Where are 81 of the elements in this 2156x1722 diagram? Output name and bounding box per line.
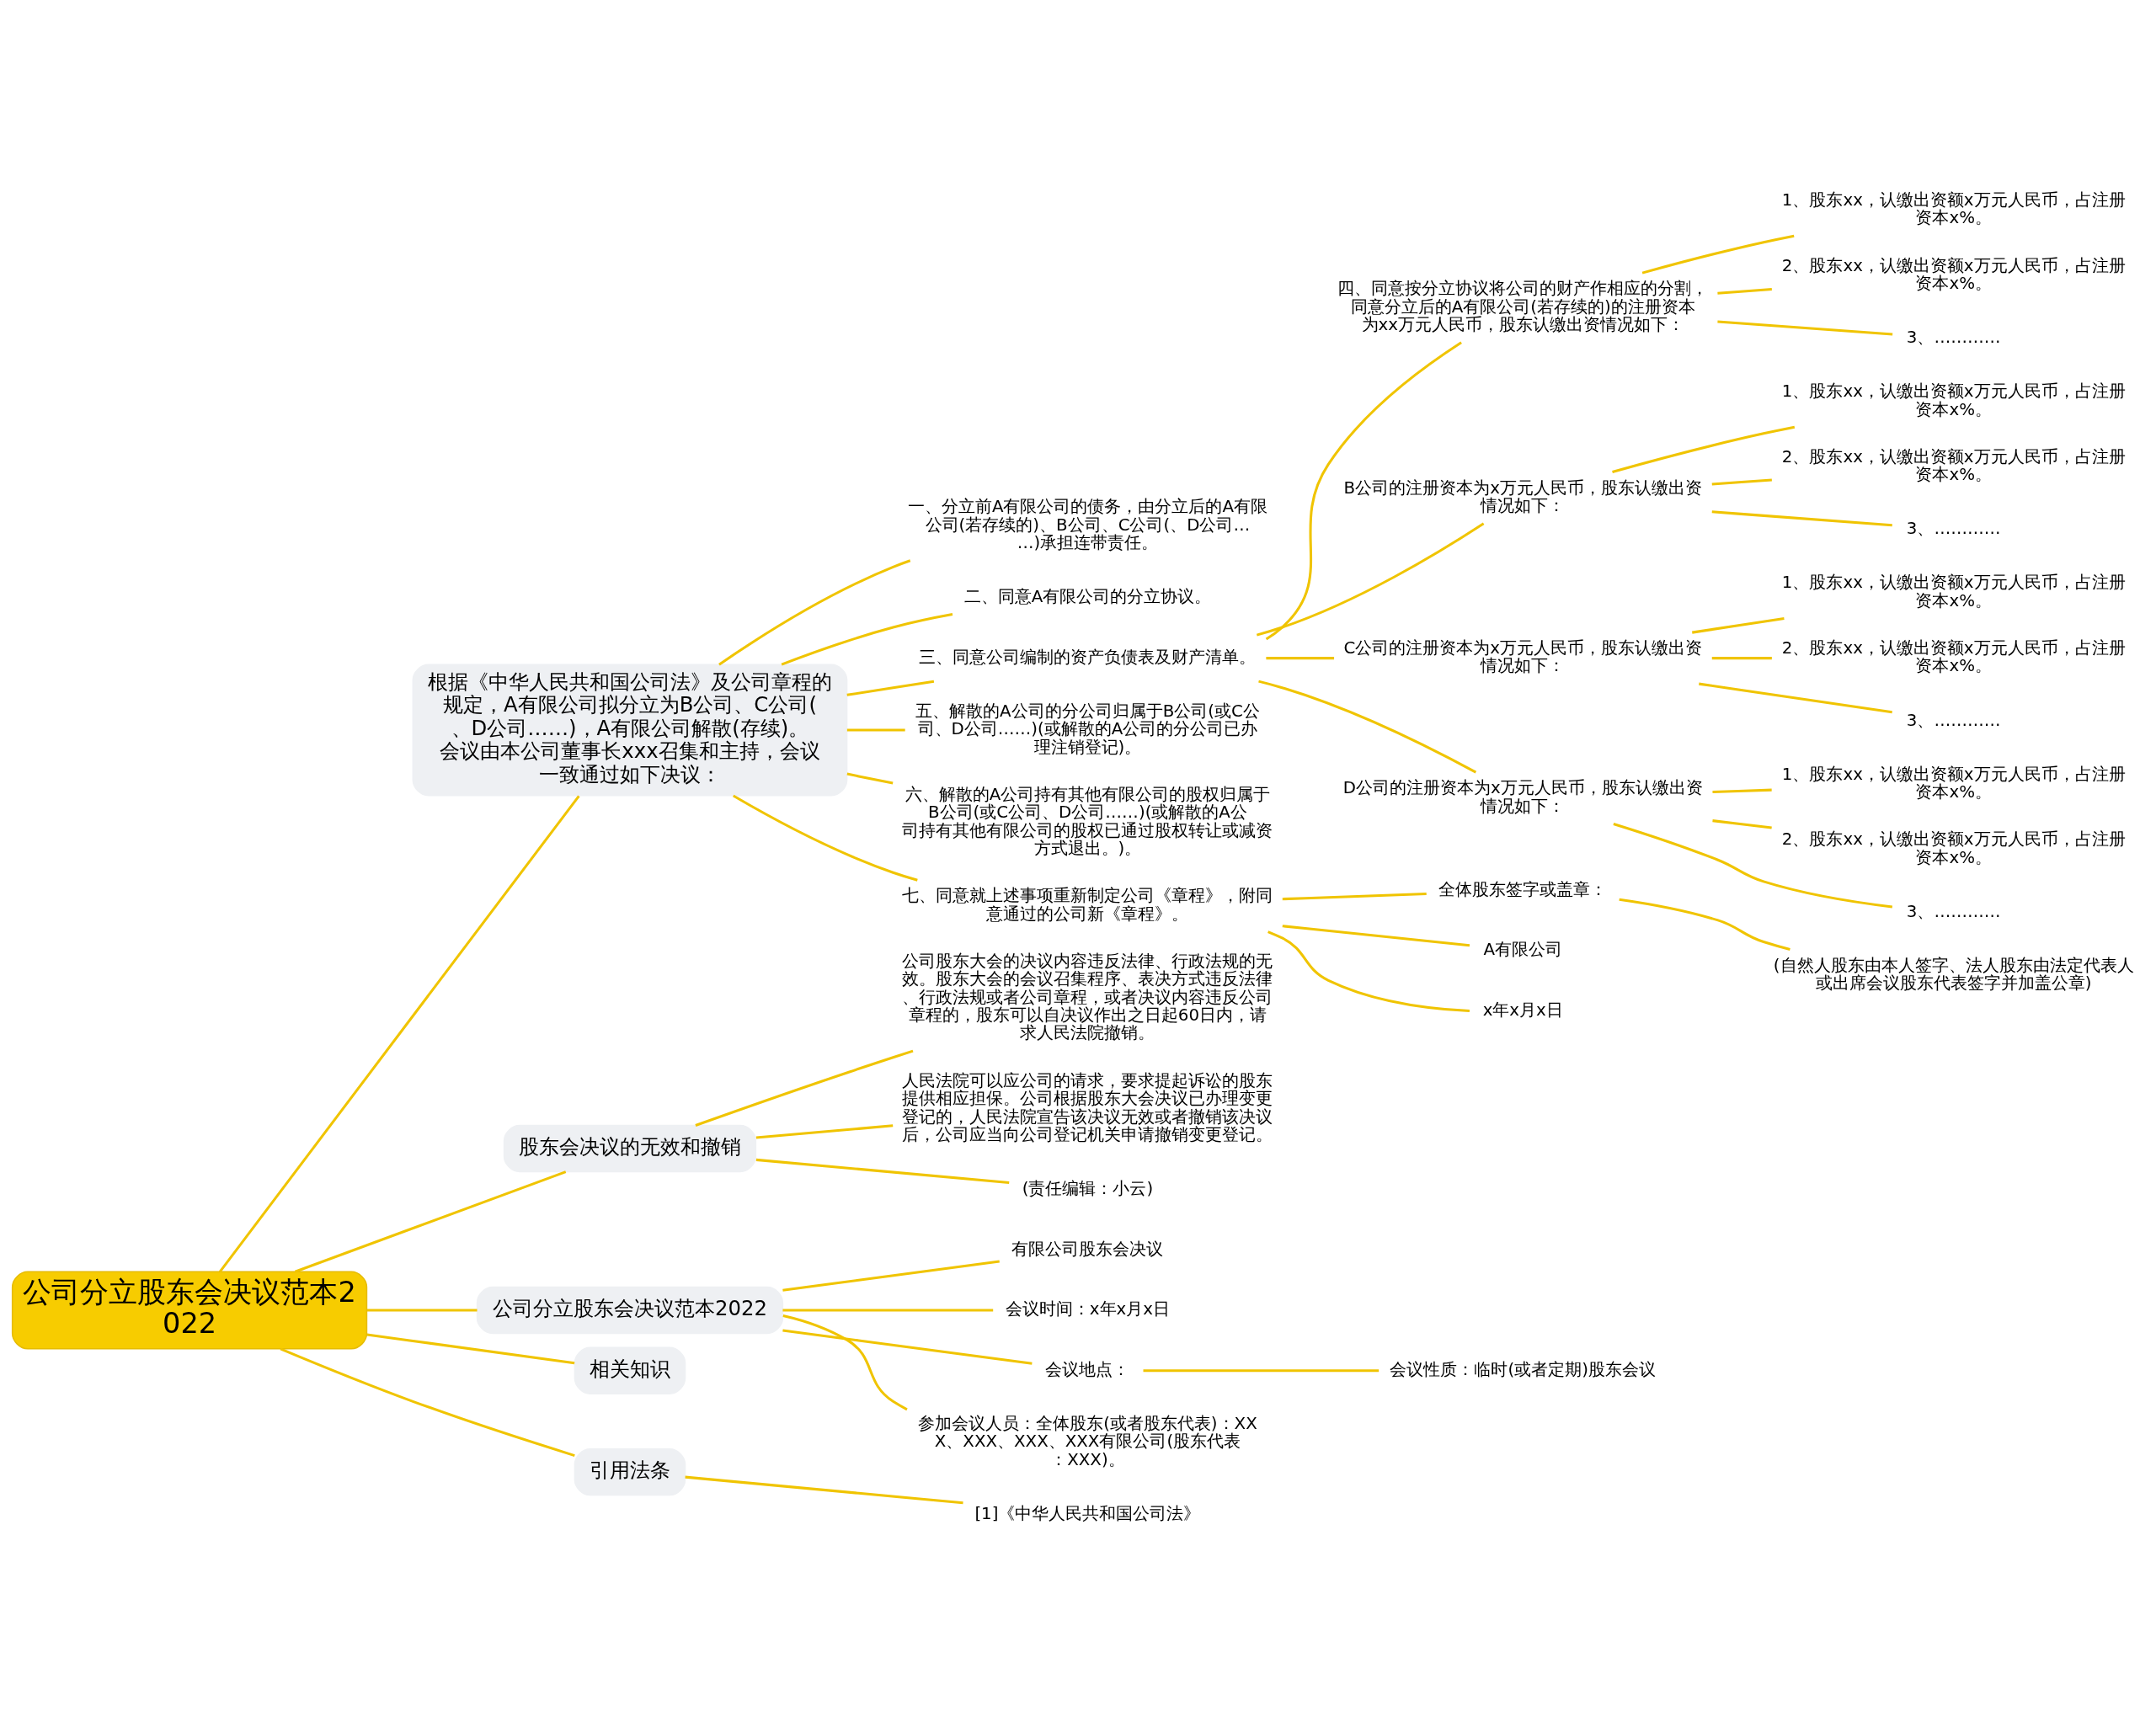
node-text: 二、同意A有限公司的分立协议。 [963,587,1212,607]
node-box: 引用法条 [574,1447,686,1496]
connector [1711,510,1892,527]
node-text: A有限公司 [1483,940,1563,960]
node-text: 公司股东大会的决议内容违反法律、行政法规的无效。股东大会的会议召集程序、表决方式违反法律、行政法规或者公司章程，或者决议内容违反公司章程的，股东可以自决议作出之日起60日内，请求人民法院撤销。 [902,952,1273,1043]
connector [782,1309,994,1312]
connector [1619,898,1790,951]
node-text: 2、股东xx，认缴出资额x万元人民币，占注册资本x%。 [1781,829,2126,867]
node-text: 3、………… [1906,328,2001,348]
connector [1267,930,1470,1013]
connector [1711,657,1772,660]
connector [1712,788,1772,793]
connector [1712,819,1772,829]
node-text: 3、………… [1906,901,2001,921]
node-text: 1、股东xx，认缴出资额x万元人民币，占注册资本x%。 [1781,764,2126,802]
connector [782,1314,908,1411]
connector [218,795,580,1273]
connector [782,1329,1033,1365]
node-text: 参加会议人员：全体股东(或者股东代表)：XXX、XXX、XXX、XXX有限公司(股东代表：XXX)。 [918,1413,1257,1469]
node-text: (责任编辑：小云) [1022,1178,1154,1198]
connector [1717,320,1893,336]
node-text: B公司的注册资本为x万元人民币，股东认缴出资情况如下： [1343,477,1702,515]
connector [280,1347,575,1458]
connector [1692,616,1785,634]
connector [1612,425,1796,473]
connector [846,728,905,732]
node-text: 1、股东xx，认缴出资额x万元人民币，占注册资本x%。 [1781,573,2126,610]
node-text: 有限公司股东会决议 [1011,1239,1164,1259]
connector [294,1170,567,1273]
connector [1265,341,1462,641]
node-text: 1、股东xx，认缴出资额x万元人民币，占注册资本x%。 [1781,190,2126,228]
connector [733,794,918,882]
node-text: x年x月x日 [1482,1000,1563,1021]
connector [1258,680,1477,774]
node-text: 五、解散的A公司的分公司归属于B公司(或C公司、D公司……)(或解散的A公司的分公司已办理注销登记)。 [915,701,1260,757]
node-box: 相关知识 [574,1346,686,1394]
connector [846,772,894,785]
connector [1143,1369,1380,1373]
connector [366,1333,575,1365]
node-box: 公司分立股东会决议范本2022 [11,1271,368,1350]
connector [1613,822,1893,909]
node-text: (自然人股东由本人签字、法人股东由法定代表人或出席会议股东代表签字并加盖公章) [1773,955,2134,994]
node-text: 七、同意就上述事项重新制定公司《章程》，附同意通过的公司新《章程》。 [902,886,1273,924]
connector [1282,893,1427,901]
connector [685,1475,963,1505]
connector [1256,522,1485,637]
node-text: [1]《中华人民共和国公司法》 [974,1503,1201,1523]
node-text: 2、股东xx，认缴出资额x万元人民币，占注册资本x%。 [1781,447,2126,485]
connector [1699,682,1892,714]
node-text: 全体股东签字或盖章： [1438,879,1608,899]
connector [366,1309,478,1312]
node-text: 3、………… [1906,519,2001,539]
connector [1711,478,1772,486]
connector [782,1260,1000,1292]
connector [1282,925,1470,947]
node-text: 1、股东xx，认缴出资额x万元人民币，占注册资本x%。 [1781,381,2126,419]
node-text: D公司的注册资本为x万元人民币，股东认缴出资情况如下： [1342,778,1703,816]
node-box: 根据《中华人民共和国公司法》及公司章程的规定，A有限公司拟分立为B公司、C公司(、D公司……)，A有限公司解散(存续)。会议由本公司董事长xxx召集和主持，会议一致通过如下决议： [412,664,848,797]
node-text: 会议时间：x年x月x日 [1005,1299,1171,1319]
connector [846,680,935,696]
connector [718,559,911,666]
node-text: 2、股东xx，认缴出资额x万元人民币，占注册资本x%。 [1781,255,2126,294]
connector [1717,287,1772,295]
connector [755,1124,894,1139]
connector [755,1158,1010,1184]
node-box: 股东会决议的无效和撤销 [503,1124,757,1173]
node-box: 公司分立股东会决议范本2022 [476,1286,784,1335]
node-text: 2、股东xx，认缴出资额x万元人民币，占注册资本x%。 [1781,638,2126,676]
node-text: 一、分立前A有限公司的债务，由分立后的A有限公司(若存续的)、B公司、C公司(、D公司……)承担连带责任。 [907,497,1267,553]
node-text: 会议地点： [1045,1359,1130,1379]
node-text: C公司的注册资本为x万元人民币，股东认缴出资情况如下： [1343,638,1703,676]
node-text: 会议性质：临时(或者定期)股东会议 [1390,1359,1656,1379]
node-text: 人民法院可以应公司的请求，要求提起诉讼的股东提供相应担保。公司根据股东大会决议已办理变更登记的，人民法院宣告该决议无效或者撤销该决议后，公司应当向公司登记机关申请撤销变更登记。 [902,1070,1273,1144]
connector [1641,234,1795,275]
node-text: 三、同意公司编制的资产负债表及财产清单。 [919,647,1257,667]
connector [1266,657,1335,660]
connector [781,613,953,666]
node-text: 六、解散的A公司持有其他有限公司的股权归属于B公司(或C公司、D公司……)(或解散的A公司持有其他有限公司的股权已通过股权转让或减资方式退出。)。 [902,784,1273,858]
connector [695,1049,914,1127]
node-text: 3、………… [1906,710,2001,730]
node-text: 四、同意按分立协议将公司的财产作相应的分割，同意分立后的A有限公司(若存续的)的注册资本为xx万元人民币，股东认缴出资情况如下： [1337,279,1709,334]
